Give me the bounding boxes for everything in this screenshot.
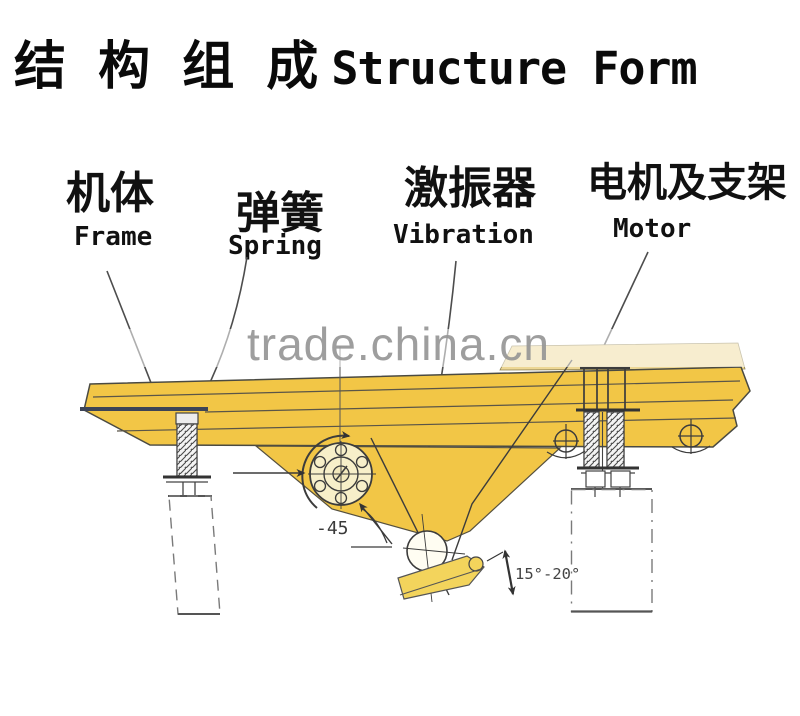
label-vibration-chinese: 激振器 — [404, 163, 536, 214]
label-vibration-english: Vibration — [393, 220, 534, 250]
throw-angle-value: 15°-20° — [515, 565, 580, 583]
rotation-arrow — [301, 431, 351, 509]
page-title-chinese: 结 构 组 成 — [14, 37, 326, 97]
label-spring-chinese: 弹簧 — [236, 188, 324, 239]
exciter-angle-annotation: -45 — [316, 502, 393, 548]
label-frame-chinese: 机体 — [66, 168, 154, 219]
frame-back-panel — [499, 342, 746, 371]
crank-linkage — [370, 359, 573, 603]
motor-body-outline — [570, 488, 653, 613]
leader-motor — [601, 251, 649, 351]
motor-bracket-assembly — [570, 366, 653, 613]
wedge-base — [397, 555, 485, 600]
frame-bolts — [546, 419, 711, 459]
label-motor-chinese: 电机及支架 — [587, 160, 787, 206]
label-frame-english: Frame — [74, 222, 153, 252]
page-title-english: Structure Form — [331, 42, 697, 95]
left-support-column — [168, 495, 221, 615]
left-spring-assembly — [163, 412, 221, 615]
label-spring-english: Spring — [228, 231, 322, 261]
vibration-exciter — [233, 431, 376, 509]
exciter-angle-value: -45 — [316, 518, 349, 539]
exciter-housing — [254, 445, 562, 542]
label-motor-english: Motor — [613, 214, 692, 244]
throw-angle-annotation: 15°-20° — [486, 549, 580, 596]
